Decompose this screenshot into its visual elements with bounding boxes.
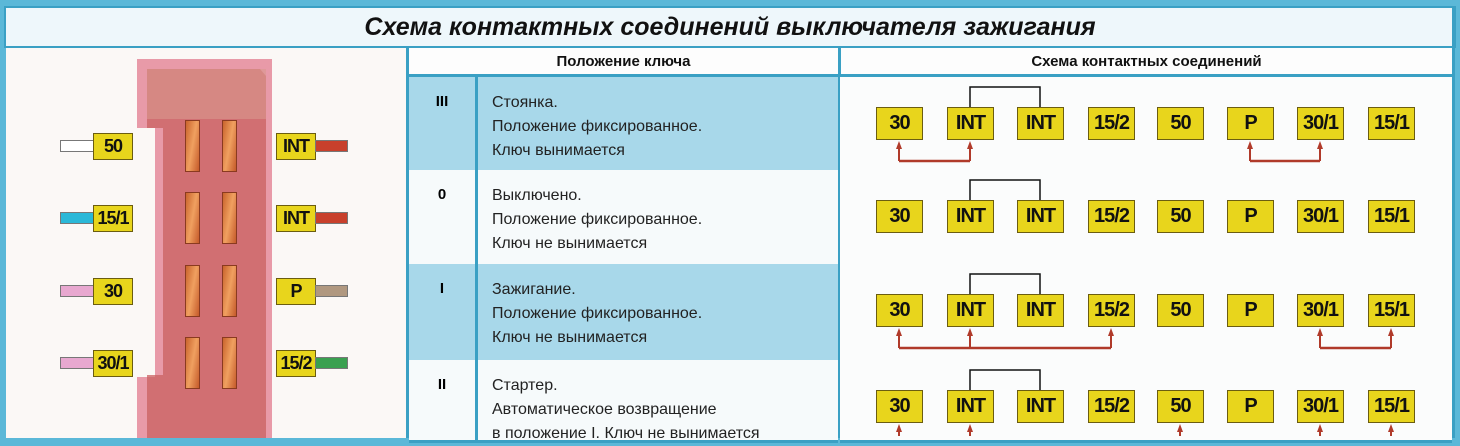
terminal-box: INT [1017,107,1064,140]
key-position: I [439,280,445,297]
terminal-box: 15/2 [1088,294,1135,327]
wire [60,285,94,297]
terminal-label: P [276,278,316,305]
terminal-box: 50 [1157,107,1204,140]
terminal-box: 30 [876,107,923,140]
wire [60,140,94,152]
terminal-box: 30/1 [1297,107,1344,140]
connector-pin [222,192,237,244]
terminal-box: 30/1 [1297,200,1344,233]
description-line: Стоянка. [492,94,558,111]
table-row [409,360,838,443]
terminal-box: 50 [1157,390,1204,423]
key-position: II [437,376,447,393]
description-line: Автоматическое возвращение [492,401,717,418]
terminal-box: 30 [876,390,923,423]
terminal-box: 15/1 [1368,107,1415,140]
description-line: Стартер. [492,377,558,394]
description-line: Положение фиксированное. [492,211,703,228]
table-row [409,77,838,173]
frame-right [1452,6,1455,438]
terminal-box: INT [947,200,994,233]
description-line: Ключ вынимается [492,142,625,159]
description-line: Выключено. [492,187,582,204]
terminal-box: 50 [1157,200,1204,233]
contact-scheme-row [840,264,1452,363]
position-description: Стоянка. Положение фиксированное. Ключ вын… [478,77,836,170]
connector-body [137,59,272,438]
terminal-box: P [1227,200,1274,233]
terminal-box: P [1227,107,1274,140]
terminal-label: 30 [93,278,133,305]
key-position: 0 [437,186,447,203]
terminal-box: 15/1 [1368,200,1415,233]
terminal-box: INT [947,107,994,140]
description-line: Положение фиксированное. [492,118,703,135]
connector-pin [185,120,200,172]
terminal-box: P [1227,390,1274,423]
terminal-box: INT [1017,390,1064,423]
connector-pin [222,265,237,317]
wire [60,357,94,369]
terminal-box: 30 [876,200,923,233]
terminal-box: P [1227,294,1274,327]
contact-scheme-row [840,170,1452,267]
terminal-box: 15/2 [1088,107,1135,140]
terminal-label: 15/2 [276,350,316,377]
page-title: Схема контактных соединений выключателя … [4,6,1456,48]
terminal-box: 15/1 [1368,294,1415,327]
wire [315,357,348,369]
terminal-box: 15/1 [1368,390,1415,423]
connector-pin [222,337,237,389]
terminal-label: INT [276,133,316,160]
terminal-box: 50 [1157,294,1204,327]
cell-divider [475,170,478,264]
contact-scheme-row [840,360,1452,443]
header-key-position: Положение ключа [409,48,838,77]
terminal-box: 30/1 [1297,294,1344,327]
contact-scheme-row [840,77,1452,173]
description-line: Зажигание. [492,281,576,298]
wire [60,212,94,224]
description-line: Ключ не вынимается [492,329,648,346]
terminal-box: 15/2 [1088,390,1135,423]
connector-pin [185,192,200,244]
connector-pin [222,120,237,172]
terminal-box: INT [947,390,994,423]
wire [315,285,348,297]
connector-pin [185,265,200,317]
wire [315,212,348,224]
connector-pin [185,337,200,389]
description-line: Положение фиксированное. [492,305,703,322]
description-line: Ключ не вынимается [492,235,648,252]
terminal-box: INT [1017,294,1064,327]
terminal-label: 15/1 [93,205,133,232]
key-position: III [435,93,449,110]
cell-divider [475,360,478,440]
description-line: в положение I. Ключ не вынимается [492,425,760,442]
column-divider [838,48,841,438]
terminal-box: 30/1 [1297,390,1344,423]
wire [315,140,348,152]
terminal-label: INT [276,205,316,232]
cell-divider [475,77,478,170]
terminal-box: 30 [876,294,923,327]
connector-diagram: 50 15/1 30 30/1 INT INT P 15/2 [6,48,409,438]
terminal-box: INT [1017,200,1064,233]
cell-divider [475,264,478,360]
position-description: Зажигание. Положение фиксированное. Ключ н… [478,264,836,360]
terminal-box: 15/2 [1088,200,1135,233]
position-description: Стартер. Автоматическое возвращение в поло… [478,360,836,442]
header-contact-scheme: Схема контактных соединений [841,48,1452,77]
terminal-box: INT [947,294,994,327]
position-description: Выключено. Положение фиксированное. Ключ н… [478,170,836,264]
terminal-label: 30/1 [93,350,133,377]
terminal-label: 50 [93,133,133,160]
